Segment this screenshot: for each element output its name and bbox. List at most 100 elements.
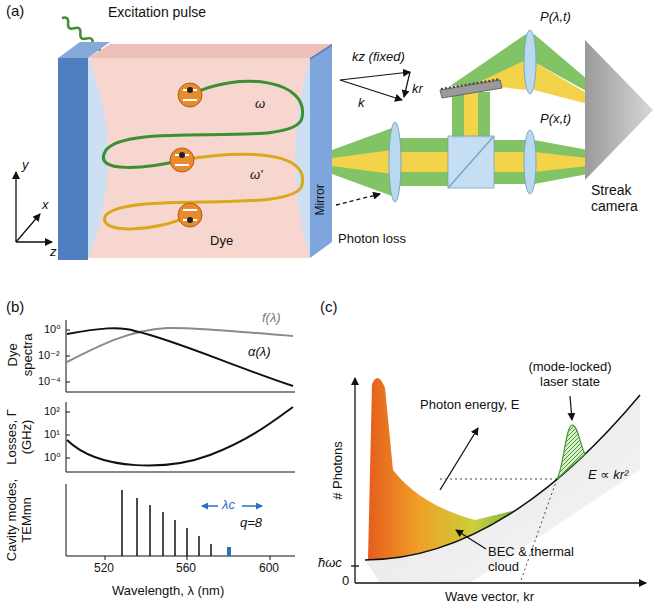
figure-label: k	[358, 96, 365, 111]
figure-label: Dye spectra	[5, 328, 35, 383]
figure-shape	[354, 378, 355, 583]
figure-shape	[524, 130, 536, 194]
figure-shape	[103, 81, 302, 167]
figure-label: Photon loss	[338, 232, 406, 247]
figure-label: q=8	[240, 516, 262, 531]
figure-shape	[66, 402, 295, 472]
figure-shape	[464, 92, 478, 138]
leader-arrows	[456, 396, 572, 549]
streak-camera: Streak camera	[585, 40, 657, 214]
figure-label: Mirror	[314, 184, 328, 215]
figure-shape	[310, 44, 332, 60]
figure-label: Wave vector, kr	[445, 590, 534, 605]
figure-shape	[178, 83, 202, 107]
figure-shape	[66, 458, 70, 459]
figure-shape	[332, 150, 392, 174]
figure-shape	[404, 72, 410, 97]
loss-curve	[67, 407, 293, 465]
figure-label: P(x,t)	[540, 112, 571, 127]
figure-label: 10⁰	[44, 451, 61, 464]
figure-shape	[441, 79, 500, 89]
coordinate-axes	[16, 172, 52, 242]
figure-shape	[440, 80, 502, 98]
figure-label: P(λ,t)	[540, 10, 571, 25]
figure-shape	[121, 490, 123, 556]
axes-c	[351, 378, 646, 583]
figure-shape	[398, 152, 448, 172]
figure-shape	[66, 356, 70, 357]
figure-shape	[340, 80, 402, 100]
figure-shape	[187, 556, 188, 560]
figure-shape	[60, 16, 94, 46]
figure-shape	[175, 164, 189, 166]
figure-shape	[58, 58, 88, 260]
laser-peak	[557, 425, 585, 479]
figure-label: Wavelength, λ (nm)	[112, 584, 224, 599]
figure-shape	[16, 214, 40, 242]
figure-label: z	[50, 245, 57, 260]
figure-label: 0	[342, 574, 349, 589]
spectra-axes	[66, 320, 295, 560]
figure-shape	[58, 42, 110, 58]
figure-label: (b)	[6, 298, 24, 315]
figure-shape	[178, 203, 202, 227]
figure-shape	[179, 152, 185, 158]
camera-outline	[585, 40, 653, 180]
figure-shape	[534, 140, 588, 184]
figure-label: f(λ)	[262, 311, 281, 326]
figure-label: 10⁻²	[38, 349, 60, 362]
figure-label: kz (fixed)	[352, 50, 405, 65]
figure-shape	[242, 505, 262, 507]
node-text: Streak camera	[585, 182, 657, 214]
figure-shape	[355, 582, 646, 583]
figure-label: # Photons	[331, 441, 346, 500]
absorption-curve	[67, 328, 293, 386]
figure-label: (c)	[320, 298, 338, 315]
figure-shape	[105, 154, 303, 229]
photon-loss-arrow	[336, 194, 380, 205]
figure-shape	[183, 99, 197, 101]
figure-shape	[270, 556, 271, 560]
figure-label: 10²	[44, 405, 60, 418]
figure-shape	[66, 320, 295, 392]
figure-label: ω'	[250, 168, 263, 183]
figure-shape	[524, 30, 536, 94]
wave-vectors	[340, 72, 410, 100]
dye-molecule	[170, 83, 202, 227]
figure-label: Losses, Γ (GHz)	[5, 407, 35, 467]
figure-label: Cavity modes, TEMmn	[5, 474, 35, 566]
figure-label: y	[22, 158, 29, 173]
figure-shape	[170, 148, 194, 172]
figure-shape	[440, 479, 557, 480]
figure-label: kr	[412, 82, 423, 97]
figure-shape	[15, 172, 16, 242]
figure-shape	[66, 435, 70, 436]
figure-shape	[16, 241, 52, 242]
figure-shape	[198, 536, 200, 556]
figure-shape	[534, 62, 588, 104]
figure-label: 600	[259, 562, 279, 576]
figure-label: 10¹	[44, 428, 60, 441]
figure-label: 10⁻⁴	[38, 375, 61, 388]
figure-label: 520	[94, 562, 114, 576]
figure-shape	[210, 544, 212, 556]
figure-shape	[66, 484, 295, 556]
figure-shape	[340, 72, 410, 80]
figure-shape	[66, 382, 70, 383]
figure-shape	[66, 412, 70, 413]
figure-shape	[187, 87, 193, 93]
figure-label: Dye	[210, 234, 233, 249]
figure-label: ω	[255, 97, 265, 112]
figure-shape	[456, 530, 486, 549]
camera-shape	[585, 40, 657, 180]
figure-shape	[448, 136, 494, 188]
figure-label: BEC & thermal cloud	[488, 545, 588, 575]
figure-label: Excitation pulse	[108, 4, 206, 20]
cavity-mode-lines	[122, 490, 231, 556]
figure-label: ħωc	[318, 556, 342, 571]
figure-shape	[227, 547, 231, 556]
figure-label: 560	[176, 562, 196, 576]
figure-shape	[570, 396, 572, 420]
figure-shape	[88, 58, 310, 258]
figure-shape	[174, 520, 176, 556]
